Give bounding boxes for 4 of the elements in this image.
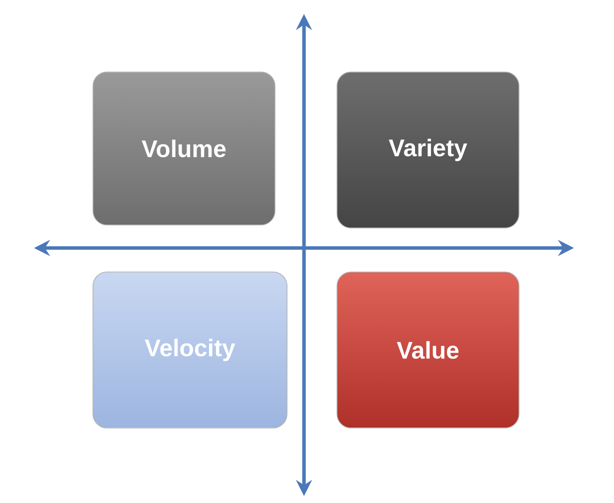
quadrant-box: Value [336, 272, 520, 428]
quadrant-box: Velocity [92, 272, 288, 428]
quadrant-box: Variety [336, 72, 520, 228]
quadrant-box: Volume [92, 72, 276, 226]
